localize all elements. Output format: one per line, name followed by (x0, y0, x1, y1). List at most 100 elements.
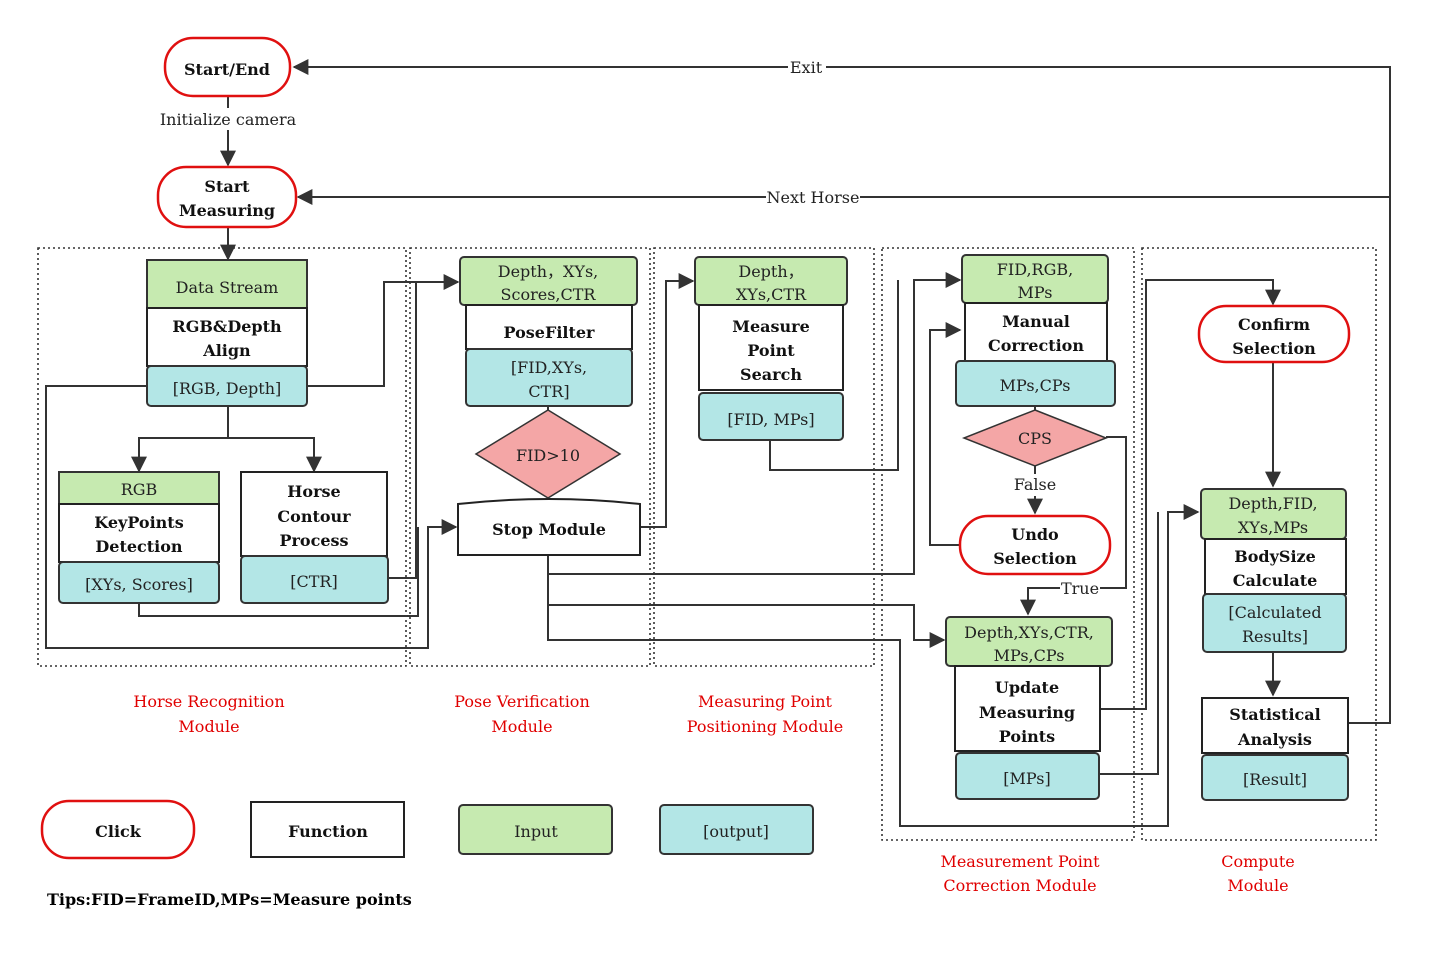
measure-point-search-function (698, 304, 844, 391)
update-line1: Update (995, 678, 1059, 697)
undo-selection-button[interactable] (958, 514, 1112, 576)
legend-input-label: Input (514, 822, 558, 841)
rgb-depth-output-label: [RGB, Depth] (173, 379, 282, 398)
update-measuring-points-function (954, 665, 1101, 752)
measure-search-line1: Measure (732, 317, 810, 336)
manual-correction-function (964, 302, 1108, 362)
measuring-point-region (653, 247, 875, 667)
keypoints-detection-function (58, 503, 220, 563)
exit-label: Exit (790, 58, 823, 77)
rgb-input-label: RGB (121, 480, 158, 499)
stop-module-label: Stop Module (492, 520, 606, 539)
pose-verification-region (409, 247, 651, 667)
measure-output-label: [FID, MPs] (727, 410, 814, 429)
update-output-label: [MPs] (1003, 769, 1050, 788)
compute-label-1: Compute (1221, 852, 1295, 871)
bodysize-calculate-function (1204, 538, 1347, 595)
keypoints-line1: KeyPoints (94, 513, 183, 532)
horse-contour-line1: Horse (287, 482, 340, 501)
update-line3: Points (999, 727, 1055, 746)
start-measuring-line2: Measuring (179, 201, 275, 220)
compute-label-2: Module (1227, 876, 1288, 895)
legend-function-label: Function (288, 822, 368, 841)
body-output-line1: [Calculated (1228, 603, 1321, 622)
stat-output-label: [Result] (1243, 770, 1307, 789)
measure-input-line2: XYs,CTR (736, 285, 807, 304)
bodysize-line1: BodySize (1234, 547, 1316, 566)
cps-condition-diamond (961, 409, 1109, 467)
horse-contour-line2: Contour (277, 507, 351, 526)
body-input-line1: Depth,FID, (1228, 494, 1317, 513)
start-measuring-line1: Start (204, 177, 250, 196)
manual-output (955, 360, 1116, 407)
posefilter-label: PoseFilter (504, 323, 596, 342)
measure-output (698, 392, 844, 441)
stat-line2: Analysis (1237, 730, 1312, 749)
legend-input (458, 804, 613, 855)
data-stream-label: Data Stream (176, 278, 279, 297)
horse-contour-function (240, 471, 388, 557)
fid-condition-diamond (474, 409, 622, 499)
correction-label-2: Correction Module (943, 876, 1096, 895)
stat-output (1201, 754, 1349, 801)
confirm-line1: Confirm (1238, 315, 1310, 334)
update-output (955, 752, 1100, 800)
pose-verification-label-1: Pose Verification (454, 692, 590, 711)
manual-input-line1: FID,RGB, (997, 260, 1073, 279)
manual-correction-line1: Manual (1002, 312, 1070, 331)
update-line2: Measuring (979, 703, 1075, 722)
body-input-line2: XYs,MPs (1238, 518, 1308, 537)
correction-label-1: Measurement Point (940, 852, 1100, 871)
rgb-depth-align-function (146, 307, 308, 367)
rgb-depth-align-line2: Align (202, 341, 251, 360)
ctr-output (240, 555, 389, 604)
statistical-analysis-function (1201, 697, 1349, 754)
compute-region (1141, 247, 1377, 841)
confirm-selection-button[interactable] (1197, 304, 1351, 364)
posefilter-function (465, 304, 633, 350)
keypoints-line2: Detection (95, 537, 183, 556)
horse-recognition-region (37, 247, 407, 667)
pose-output (465, 348, 633, 407)
manual-input-line2: MPs (1018, 283, 1053, 302)
undo-line1: Undo (1011, 525, 1059, 544)
bodysize-line2: Calculate (1233, 571, 1318, 590)
pose-input-line2: Scores,CTR (501, 285, 597, 304)
rgb-input (58, 471, 220, 505)
pose-output-line1: [FID,XYs, (511, 358, 587, 377)
legend-click (40, 799, 196, 860)
horse-recognition-label-1: Horse Recognition (133, 692, 284, 711)
body-output-line2: Results] (1242, 627, 1308, 646)
manual-output-label: MPs,CPs (1000, 376, 1071, 395)
ctr-output-label: [CTR] (290, 572, 337, 591)
initialize-camera-label: Initialize camera (160, 110, 297, 129)
legend-output-label: [output] (703, 822, 769, 841)
update-input-line1: Depth,XYs,CTR, (964, 623, 1094, 642)
pose-output-line2: CTR] (528, 382, 569, 401)
false-label: False (1014, 475, 1056, 494)
correction-region (881, 247, 1135, 841)
horse-recognition-label-2: Module (178, 717, 239, 736)
start-measuring-button[interactable] (156, 165, 298, 229)
undo-line2: Selection (993, 549, 1077, 568)
next-horse-label: Next Horse (767, 188, 860, 207)
pose-verification-label-2: Module (491, 717, 552, 736)
true-label: True (1061, 579, 1099, 598)
fid-condition-label: FID>10 (516, 446, 580, 465)
start-end-button[interactable] (163, 36, 292, 98)
stat-line1: Statistical (1229, 705, 1320, 724)
horse-contour-line3: Process (279, 531, 348, 550)
legend-function (250, 801, 405, 858)
xys-scores-output (58, 561, 220, 604)
legend-output (659, 804, 814, 855)
cps-condition-label: CPS (1018, 429, 1052, 448)
confirm-line2: Selection (1232, 339, 1316, 358)
xys-scores-label: [XYs, Scores] (85, 575, 193, 594)
measure-input-line1: Depth， (738, 262, 803, 281)
pose-input-line1: Depth，XYs, (498, 262, 599, 281)
update-input-line2: MPs,CPs (994, 646, 1065, 665)
tips-text: Tips:FID=FrameID,MPs=Measure points (47, 890, 412, 909)
legend-click-label: Click (95, 822, 142, 841)
manual-correction-line2: Correction (988, 336, 1084, 355)
